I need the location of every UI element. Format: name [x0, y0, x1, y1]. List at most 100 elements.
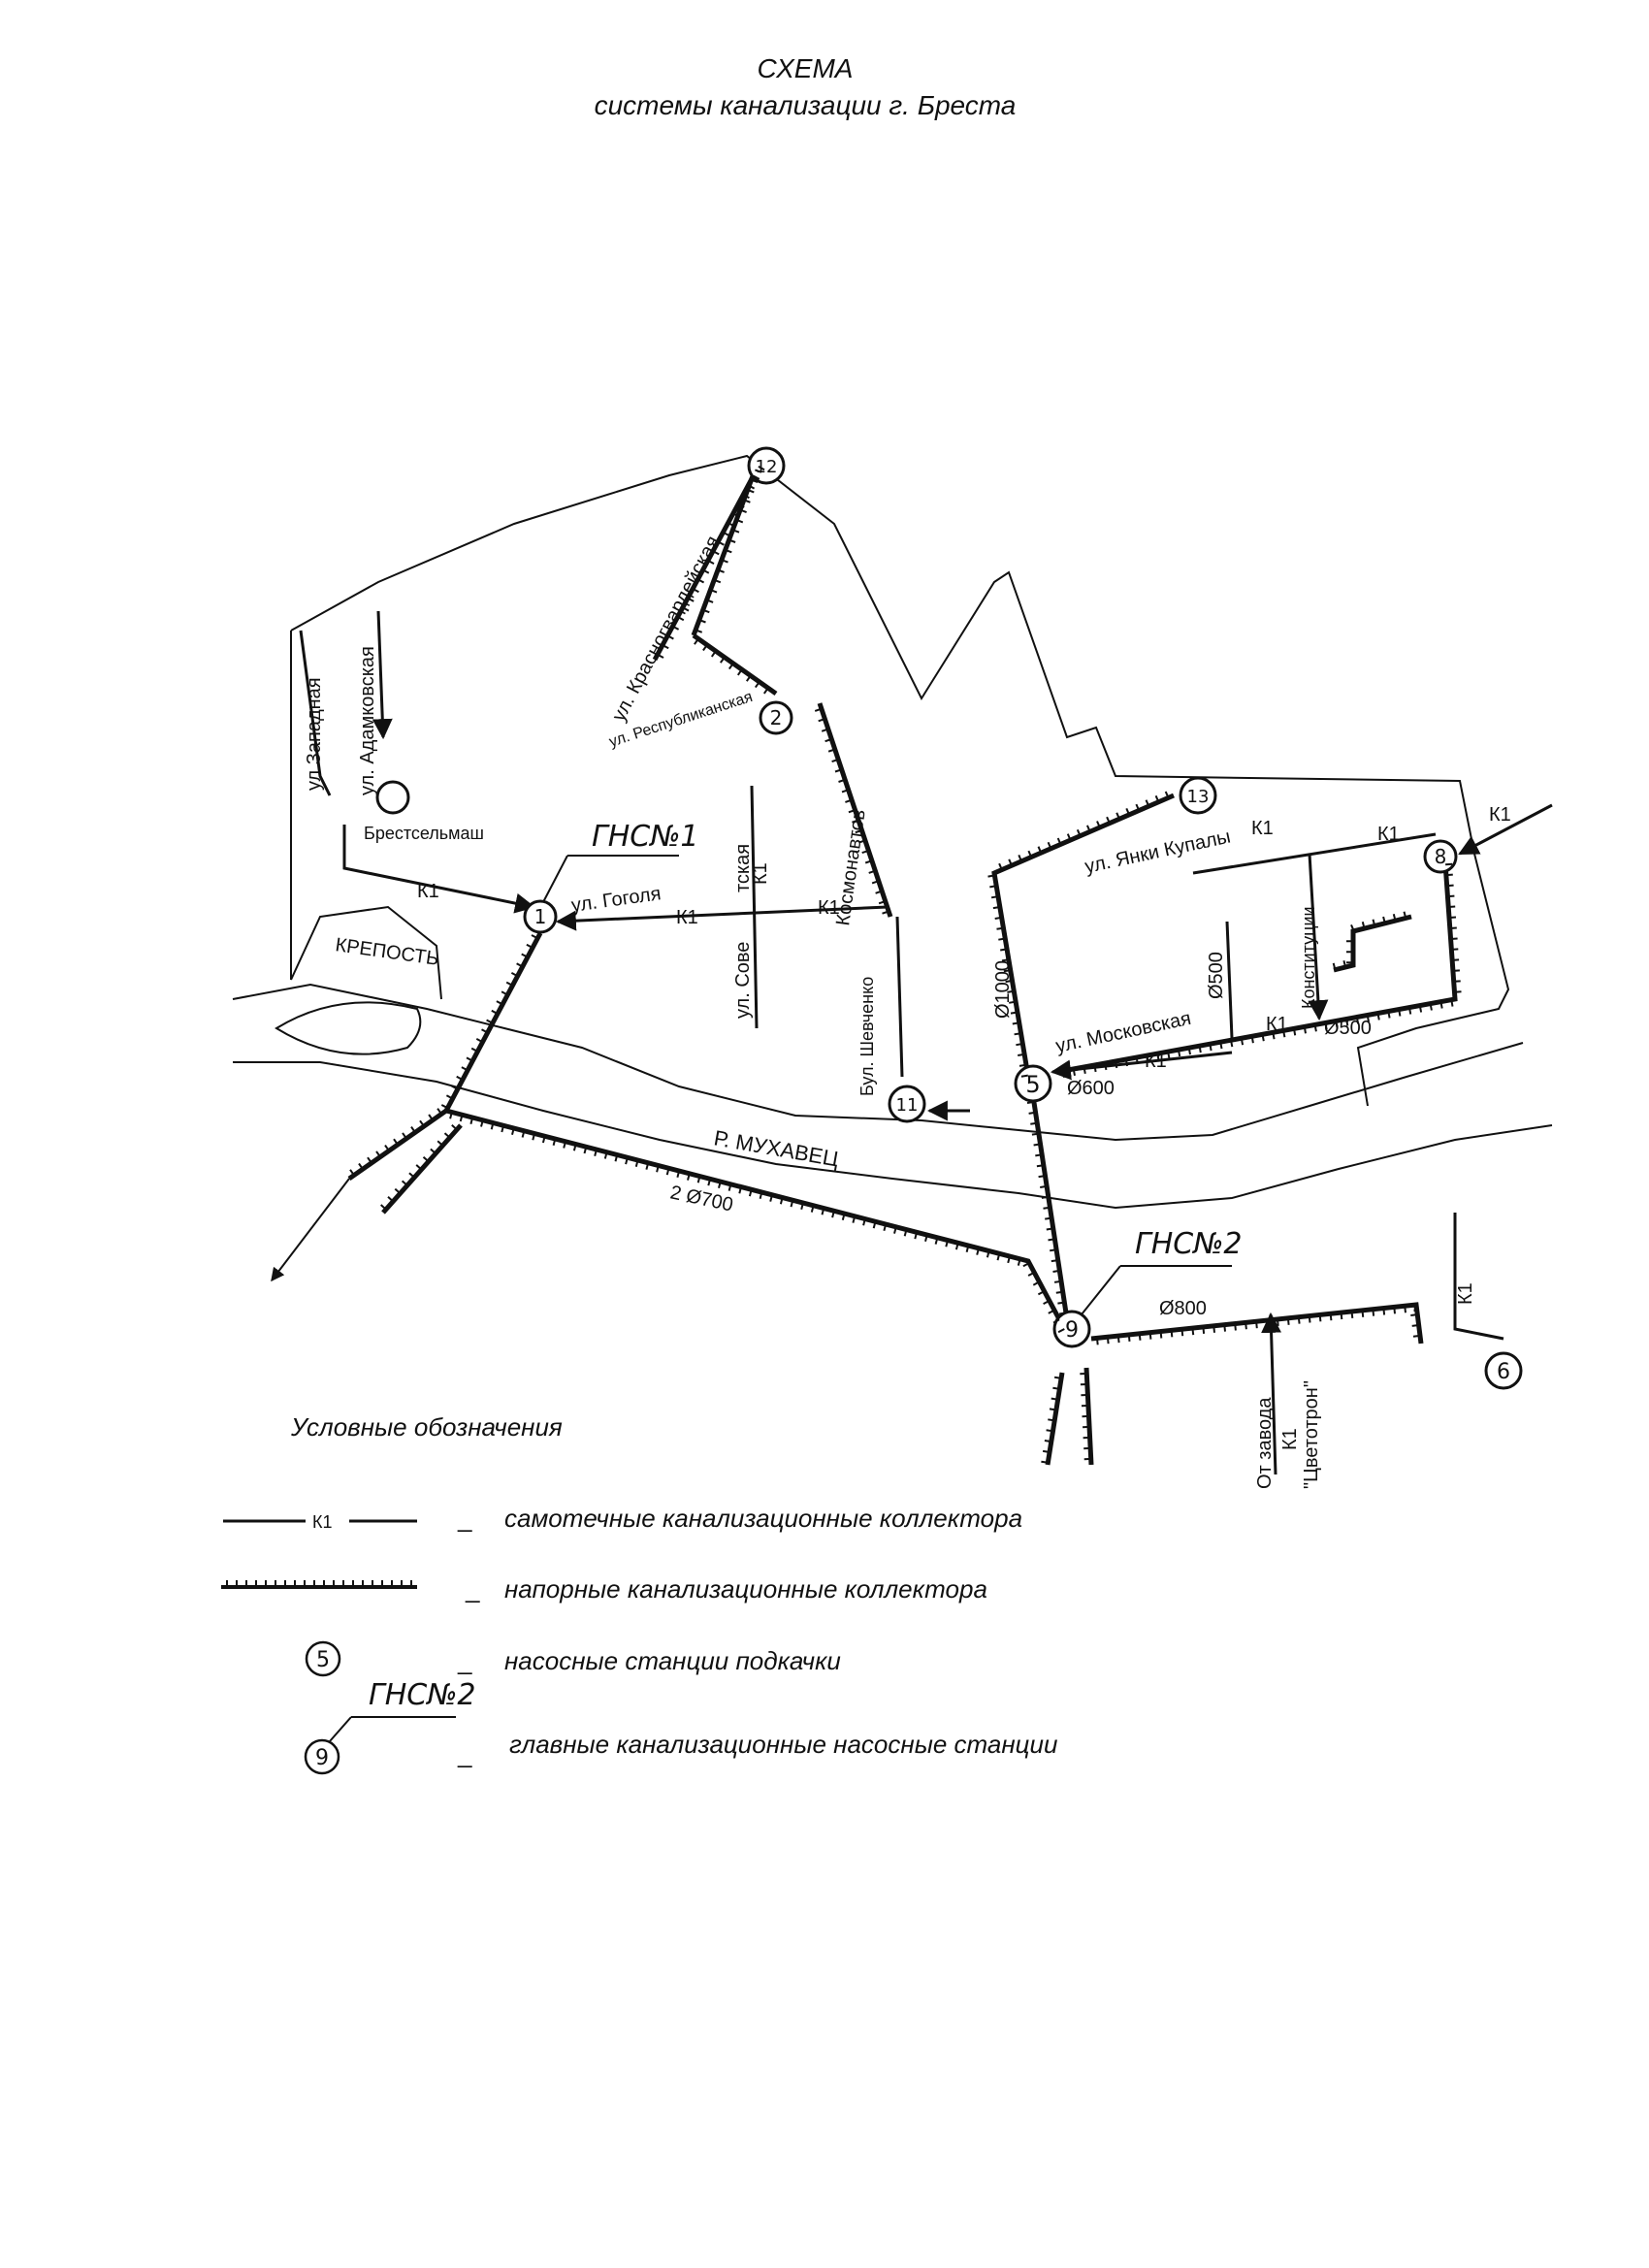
pressure-ticks: [694, 637, 769, 695]
station-9-label: 9: [1065, 1318, 1079, 1343]
pressure-ticks: [440, 934, 538, 1110]
pressure-ticks: [695, 469, 762, 633]
station-1-label: 1: [534, 905, 547, 928]
legend-item-stations: _ насосные станции подкачки: [0, 1646, 1649, 1704]
legend-samples: К1 5 9 ГНС№2: [221, 1512, 476, 1775]
pressure-konstitutsii-arrow: [1333, 914, 1412, 973]
river-island: [275, 1001, 422, 1055]
pipe-d800: Ø800: [1159, 1298, 1207, 1319]
collector-yanki-kupaly: [1192, 832, 1437, 875]
legend-gns-label: ГНС№2: [369, 1678, 476, 1712]
station-9: [1052, 1310, 1091, 1348]
pipe-d700: 2 Ø700: [668, 1182, 735, 1215]
river-bank-north: [232, 983, 1524, 1142]
label-krasnogvardeyskaya: ул. Красногвардейская: [608, 533, 724, 725]
station-2: [759, 700, 793, 735]
label-zavod-line2: "Цветотрон": [1301, 1380, 1322, 1489]
label-shevchenko: Бул. Шевченко: [857, 977, 877, 1096]
main-station-labels: ГНС№1 ГНС№2: [542, 820, 1243, 1315]
station-numbers: 1 2 5 6 8 9 11 12 13: [534, 457, 1510, 1384]
collector-adamkovskaya: [372, 610, 393, 740]
pressure-ticks: [449, 1112, 1065, 1334]
pressure-moskovskaya: [1056, 862, 1458, 1075]
legend-main-station-number: 9: [315, 1746, 329, 1770]
pressure-ticks: [380, 1124, 458, 1211]
legend-dash: _: [458, 1504, 472, 1533]
legend-item-main-stations: _ главные канализационные насосные станц…: [0, 1730, 1649, 1788]
label-sovetskaya-top: тская: [732, 844, 754, 892]
pressure-hatching: [349, 466, 1462, 1464]
pipe-k1-gogolya: К1: [676, 907, 698, 928]
collector-zapadnaya: [299, 630, 332, 796]
legend-gravity-k1: К1: [312, 1512, 333, 1532]
label-konstitutsii: Конституции: [1299, 906, 1318, 1009]
station-6-label: 6: [1497, 1360, 1510, 1384]
pressure-ticks: [349, 1108, 442, 1177]
pressure-d800: [1090, 1302, 1424, 1345]
station-6: [1484, 1351, 1523, 1390]
station-5: [1014, 1064, 1052, 1103]
collector-shevchenko: [895, 916, 904, 1078]
pipe-k1-brestselmash: К1: [417, 881, 439, 902]
pipe-d1000: Ø1000: [992, 960, 1014, 1019]
pressure-ticks: [1026, 1100, 1067, 1315]
legend-dash: _: [458, 1646, 472, 1675]
pipe-d500: Ø500: [1206, 952, 1227, 999]
gns2-leader: [1081, 1265, 1232, 1315]
fortress-outline: [290, 905, 442, 1000]
legend-title: Условные обозначения: [291, 1412, 563, 1442]
diagram-title: СХЕМА системы канализации г. Бреста: [0, 50, 1610, 124]
pressure-ticks: [1041, 1376, 1062, 1464]
legend-item-gravity: _ самотечные канализационные коллектора: [0, 1504, 1649, 1562]
gns1-leader: [542, 855, 679, 903]
legend-station-circle: [305, 1640, 341, 1677]
collector-east-8: [1458, 803, 1553, 856]
legend-item-pressure: _ напорные канализационные коллектора: [0, 1574, 1649, 1633]
station-13: [1179, 776, 1217, 815]
collector-konstitutsii: [1308, 853, 1329, 1021]
gns2-label: ГНС№2: [1135, 1227, 1243, 1261]
pressure-1-south: [443, 931, 543, 1113]
label-krepost: КРЕПОСТЬ: [334, 934, 439, 970]
station-2-label: 2: [770, 706, 783, 729]
label-brestselmash: Брестсельмаш: [364, 824, 484, 843]
pressure-ticks: [1096, 1304, 1421, 1345]
pressure-collectors: [347, 459, 1458, 1466]
collector-d500: [1225, 921, 1234, 1039]
gns1-label: ГНС№1: [592, 820, 699, 854]
pressure-ticks: [987, 791, 1170, 1078]
legend-text-main-stations: главные канализационные насосные станции: [509, 1730, 1058, 1759]
collector-sovetskaya: [750, 785, 759, 1029]
pressure-ticks: [1080, 1373, 1091, 1461]
pipe-k1-tsvetotron: К1: [1279, 1428, 1301, 1450]
label-sovetskaya: ул. Сове: [732, 942, 754, 1019]
legend-main-station-circle: [304, 1738, 340, 1775]
station-1: [523, 899, 558, 934]
station-13-label: 13: [1187, 787, 1210, 807]
legend-gns-leader: [329, 1716, 456, 1742]
legend-station-number: 5: [316, 1648, 330, 1672]
legend-pressure-ticks: [226, 1580, 412, 1587]
pipe-k1-gogolya-2: К1: [818, 897, 840, 919]
pipe-k1-east: К1: [1489, 804, 1511, 826]
street-labels: ул.Западная ул. Адамковская ул. Красногв…: [304, 533, 1318, 1096]
pressure-ticks: [657, 466, 765, 659]
place-labels: Брестсельмаш КРЕПОСТЬ Р. МУХАВЕЦ От заво…: [334, 824, 1322, 1489]
pipe-k1-kupaly: К1: [1251, 818, 1274, 839]
label-zapadnaya: ул.Западная: [304, 677, 325, 791]
station-circles: [375, 446, 1523, 1390]
diagram-title-line1: СХЕМА: [757, 53, 854, 83]
station-11-label: 11: [896, 1095, 919, 1116]
label-gogolya: ул. Гоголя: [570, 883, 663, 917]
collector-k1-6: [1453, 1213, 1504, 1341]
pipe-labels: К1 К1 К1 К1 Ø1000 Ø500 Ø500 Ø600 К1 К1 К…: [417, 804, 1511, 1450]
pipe-k1-6: К1: [1455, 1282, 1476, 1305]
pressure-ticks: [1332, 911, 1407, 970]
pipe-d600: Ø600: [1067, 1078, 1115, 1099]
station-brestselmash: [375, 780, 410, 815]
label-adamkovskaya: ул. Адамковская: [357, 646, 378, 795]
legend-dash: _: [466, 1574, 480, 1604]
collector-gogolya: [555, 905, 889, 931]
collector-tsvetotron: [1261, 1312, 1282, 1475]
diagram-title-line2: системы канализации г. Бреста: [594, 90, 1017, 120]
